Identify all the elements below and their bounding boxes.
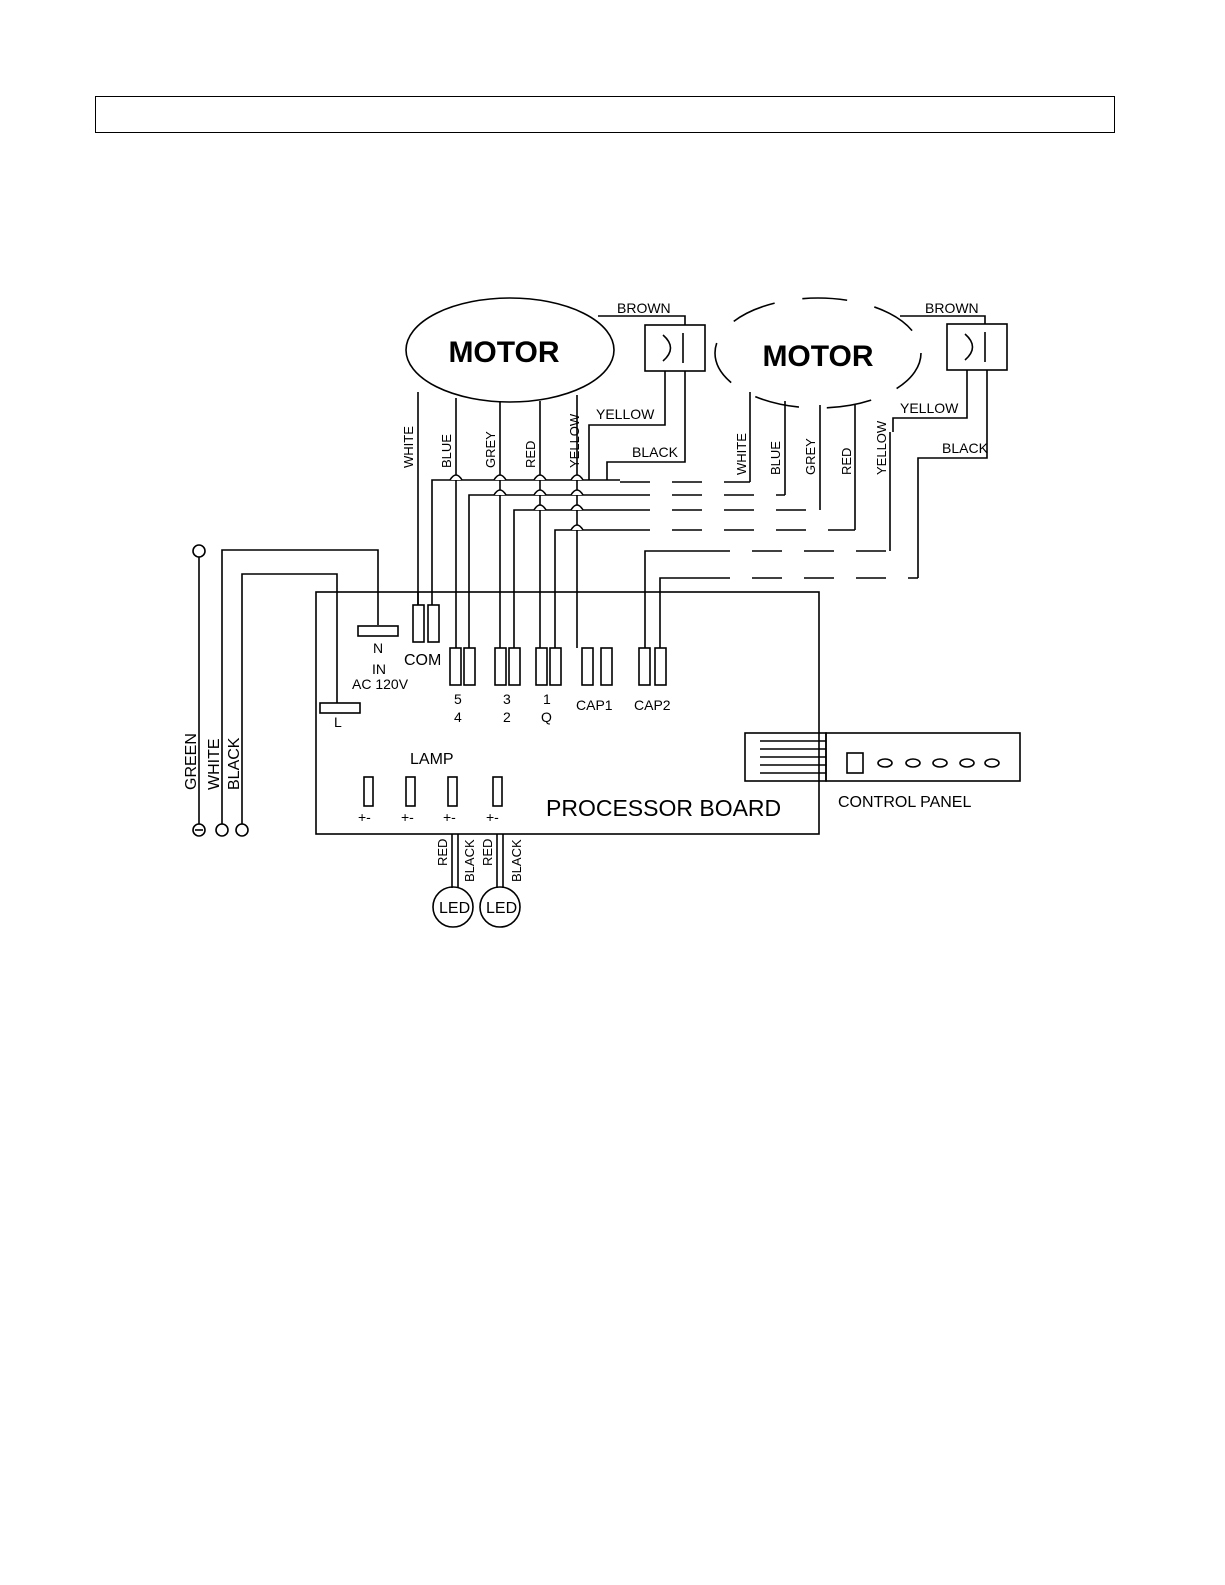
- connector-4-label: 4: [454, 709, 462, 725]
- led-1-wire-black: BLACK: [462, 839, 477, 882]
- power-wire-green: GREEN: [183, 733, 200, 790]
- connector-com-label: COM: [404, 652, 441, 669]
- led-2-wire-red: RED: [480, 839, 495, 866]
- control-panel: CONTROL PANEL: [745, 733, 1020, 811]
- motor-2-black-label: BLACK: [942, 440, 989, 456]
- lamp-polarity-3: +-: [443, 809, 456, 825]
- motor-2-lead-grey: GREY: [803, 438, 818, 475]
- connector-5-label: 5: [454, 691, 462, 707]
- connector-cap1-label: CAP1: [576, 697, 613, 713]
- led-1: LED RED BLACK: [433, 834, 477, 927]
- motor-1: MOTOR: [406, 298, 614, 402]
- motor-2-label: MOTOR: [762, 340, 873, 373]
- processor-board: PROCESSOR BOARD N IN AC 120V L COM 5 4 3…: [316, 592, 819, 834]
- capacitor-2: [947, 324, 1007, 370]
- connector-q-label: Q: [541, 709, 552, 725]
- terminal-l: [320, 703, 360, 713]
- motor-2-yellow-label: YELLOW: [900, 400, 959, 416]
- led-1-label: LED: [439, 900, 470, 917]
- lamp-polarity-4: +-: [486, 809, 499, 825]
- motor-1-yellow-label: YELLOW: [596, 406, 655, 422]
- terminal-n: [358, 626, 398, 636]
- motor-2-lead-yellow: YELLOW: [874, 420, 889, 475]
- power-wire-white: WHITE: [206, 738, 223, 790]
- terminal-n-label: N: [373, 640, 383, 656]
- led-2-wire-black: BLACK: [509, 839, 524, 882]
- connector-1-label: 1: [543, 691, 551, 707]
- motor-1-black-label: BLACK: [632, 444, 679, 460]
- motor-1-lead-blue: BLUE: [439, 434, 454, 468]
- control-panel-button-square: [847, 753, 863, 773]
- motor-2: MOTOR: [715, 298, 921, 408]
- terminal-l-label: L: [334, 714, 342, 730]
- connector-cap2-label: CAP2: [634, 697, 671, 713]
- capacitor-1: [645, 325, 705, 371]
- connector-3-label: 3: [503, 691, 511, 707]
- processor-board-label: PROCESSOR BOARD: [546, 795, 781, 821]
- motor-1-lead-yellow: YELLOW: [567, 413, 582, 468]
- control-panel-label: CONTROL PANEL: [838, 794, 971, 811]
- led-2-label: LED: [486, 900, 517, 917]
- terminal-in-label: IN: [372, 661, 386, 677]
- connector-2-label: 2: [503, 709, 511, 725]
- motor-1-label: MOTOR: [448, 336, 559, 369]
- motor-2-brown-label: BROWN: [925, 300, 979, 316]
- lamp-polarity-2: +-: [401, 809, 414, 825]
- motor-2-lead-white: WHITE: [734, 433, 749, 475]
- led-1-wire-red: RED: [435, 839, 450, 866]
- motor-2-lead-blue: BLUE: [768, 441, 783, 475]
- power-input: GREEN WHITE BLACK: [183, 545, 378, 836]
- terminal-ac-label: AC 120V: [352, 676, 409, 692]
- motor-1-brown-label: BROWN: [617, 300, 671, 316]
- led-2: LED RED BLACK: [480, 834, 524, 927]
- power-wire-black: BLACK: [226, 737, 243, 790]
- motor-1-lead-red: RED: [523, 441, 538, 468]
- lamp-label: LAMP: [410, 751, 454, 768]
- motor-1-lead-grey: GREY: [483, 431, 498, 468]
- motor-2-lead-red: RED: [839, 448, 854, 475]
- lamp-polarity-1: +-: [358, 809, 371, 825]
- motor-1-lead-white: WHITE: [401, 426, 416, 468]
